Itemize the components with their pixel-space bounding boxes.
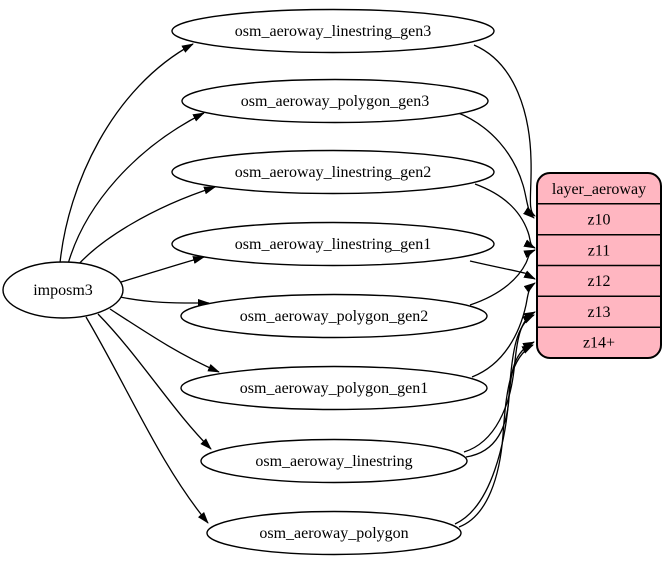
node-imposm3: imposm3: [2, 261, 124, 319]
node-osm-aeroway-polygon: osm_aeroway_polygon: [206, 510, 462, 556]
edge-polygon-gen3-to-z10: [455, 111, 535, 219]
node-osm-aeroway-linestring-gen1: osm_aeroway_linestring_gen1: [171, 221, 495, 267]
imposm3-label: imposm3: [33, 282, 93, 299]
edge-imposm3-to-linestring: [97, 313, 212, 450]
table-ellipse: [180, 293, 488, 339]
table-ellipse: [171, 149, 495, 195]
table-label: osm_aeroway_polygon: [259, 525, 408, 542]
layer-row-z10: z10: [587, 212, 610, 229]
node-osm-aeroway-polygon-gen1: osm_aeroway_polygon_gen1: [180, 365, 488, 411]
edge-linestring-gen1-to-z12: [469, 260, 536, 280]
node-layer-aeroway: layer_aeroway z10 z11 z12 z13 z14+: [536, 172, 662, 359]
table-label: osm_aeroway_polygon_gen2: [240, 308, 428, 325]
edge-imposm3-to-linestring-gen3: [59, 43, 194, 264]
node-osm-aeroway-polygon-gen3: osm_aeroway_polygon_gen3: [181, 78, 489, 124]
edge-imposm3-to-polygon-gen2: [119, 296, 210, 308]
table-nodes: osm_aeroway_linestring_gen3 osm_aeroway_…: [171, 8, 495, 556]
edge-layer: [59, 43, 536, 528]
edge-linestring-gen3-to-z10: [473, 44, 536, 217]
table-label: osm_aeroway_polygon_gen1: [240, 380, 428, 397]
table-ellipse: [180, 365, 488, 411]
edge-imposm3-to-polygon-gen1: [109, 308, 220, 373]
layer-row-z12: z12: [587, 273, 610, 290]
table-label: osm_aeroway_linestring_gen1: [235, 236, 431, 253]
edge-polygon-to-z14: [458, 344, 534, 528]
edge-linestring-to-z14: [465, 341, 535, 458]
layer-row-z11: z11: [588, 243, 611, 260]
edge-polygon-gen1-to-z12: [471, 282, 536, 378]
edge-imposm3-to-polygon-gen3: [67, 112, 205, 265]
node-osm-aeroway-linestring-gen2: osm_aeroway_linestring_gen2: [171, 149, 495, 195]
node-osm-aeroway-polygon-gen2: osm_aeroway_polygon_gen2: [180, 293, 488, 339]
layer-title: layer_aeroway: [552, 181, 646, 198]
table-label: osm_aeroway_linestring: [255, 453, 412, 470]
table-ellipse: [171, 221, 495, 267]
edge-imposm3-to-linestring-gen2: [75, 186, 216, 268]
edge-polygon-to-z13: [454, 314, 535, 525]
table-ellipse: [206, 510, 462, 556]
layer-row-z13: z13: [587, 304, 610, 321]
table-ellipse: [200, 438, 468, 484]
table-label: osm_aeroway_linestring_gen2: [235, 164, 431, 181]
layer-row-separators: [537, 203, 661, 328]
table-ellipse: [171, 8, 495, 54]
edge-imposm3-to-polygon: [85, 316, 209, 524]
edge-polygon-gen2-to-z11: [469, 249, 536, 306]
imposm3-ellipse: [2, 261, 124, 319]
edge-imposm3-to-linestring-gen1: [120, 256, 205, 283]
table-label: osm_aeroway_linestring_gen3: [235, 23, 431, 40]
table-ellipse: [181, 78, 489, 124]
node-osm-aeroway-linestring-gen3: osm_aeroway_linestring_gen3: [171, 8, 495, 54]
node-osm-aeroway-linestring: osm_aeroway_linestring: [200, 438, 468, 484]
table-label: osm_aeroway_polygon_gen3: [241, 93, 429, 110]
layer-row-z14plus: z14+: [583, 335, 615, 352]
edge-linestring-gen2-to-z11: [474, 183, 536, 249]
